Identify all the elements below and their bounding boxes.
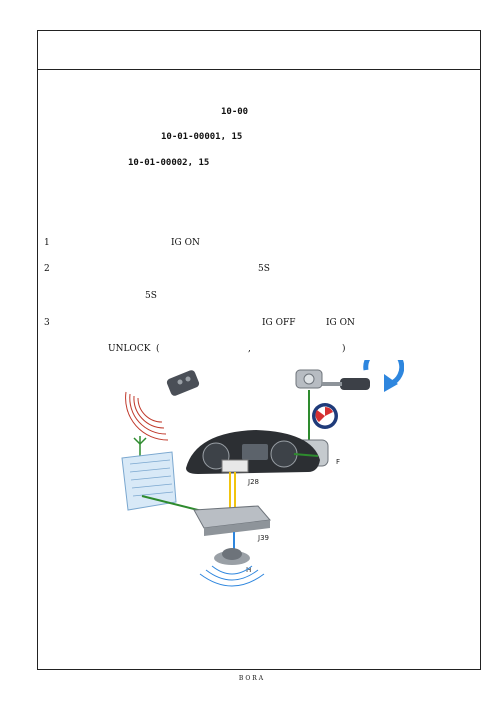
step-3-number: 3 xyxy=(44,318,50,328)
ignition-key-icon xyxy=(322,378,370,390)
label-f: F xyxy=(336,458,340,466)
step-1-number: 1 xyxy=(44,238,50,248)
engine-control-unit-icon xyxy=(193,505,271,536)
code-reference-1: 10-01-00001, 15 xyxy=(161,132,243,142)
antenna-icon xyxy=(133,436,147,456)
step-3-comma: , xyxy=(248,344,251,354)
step-3-paren-close: ) xyxy=(342,344,346,354)
step-3-text-a: IG OFF xyxy=(262,318,296,328)
instrument-cluster-icon xyxy=(186,430,320,474)
label-h: H xyxy=(246,566,251,574)
diagnostic-sheets-icon xyxy=(121,451,177,511)
step-2-continuation: 5S xyxy=(145,291,157,301)
key-fob-icon xyxy=(166,370,200,396)
code-reference-2: 10-01-00002, 15 xyxy=(128,158,210,168)
green-link-sheets-to-ecu xyxy=(141,495,207,513)
code-main: 10-00 xyxy=(221,107,249,117)
label-j39: J39 xyxy=(257,534,269,542)
green-link-reader-to-cluster xyxy=(293,453,319,457)
step-3-text-b: IG ON xyxy=(326,318,355,328)
yellow-data-bus xyxy=(229,472,236,508)
footer-brand: BORA xyxy=(238,675,266,682)
horn-sensor-icon xyxy=(214,548,250,565)
page-frame xyxy=(37,30,481,670)
step-3-paren-open: ( xyxy=(156,344,160,354)
header-divider xyxy=(37,69,481,70)
rotate-arrow-icon xyxy=(363,360,404,392)
key-signal-waves xyxy=(125,391,169,441)
label-j28: J28 xyxy=(247,478,259,486)
cluster-display-module xyxy=(221,459,249,473)
step-2-number: 2 xyxy=(44,264,50,274)
immobilizer-diagram: F J28 J39 H xyxy=(121,360,404,587)
step-3-continuation: UNLOCK xyxy=(108,344,151,354)
immobilizer-clock-icon xyxy=(312,403,338,429)
step-1-text: IG ON xyxy=(171,238,200,248)
step-2-text: 5S xyxy=(258,264,270,274)
ignition-lock-icon xyxy=(295,369,323,389)
sensor-signal-waves xyxy=(199,565,265,587)
